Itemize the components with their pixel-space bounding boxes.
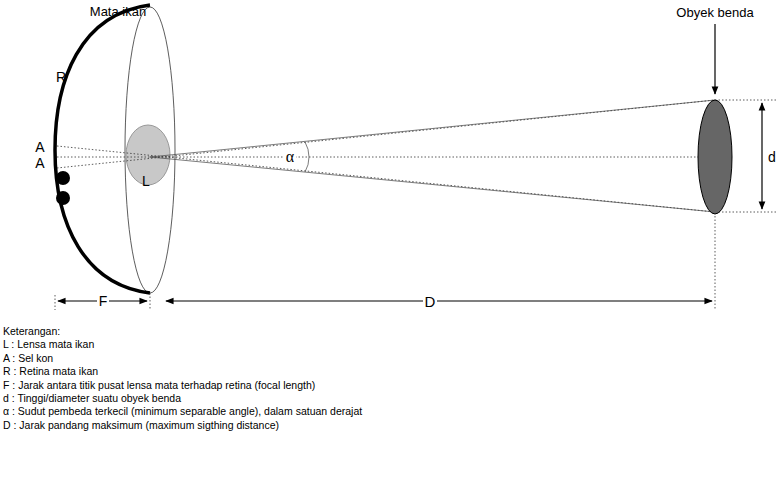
angle-lines [150, 100, 715, 212]
cone-cell [56, 171, 70, 185]
dimension-arrow [761, 103, 762, 209]
part-letter: A [35, 155, 44, 171]
object-ellipse [698, 100, 732, 214]
eye-caption: Mata ikan [90, 5, 146, 20]
eye-outline [125, 7, 175, 293]
legend-note: α : Sudut pembeda terkecil (minimum sepa… [3, 405, 362, 417]
legend-note: A : Sel kon [3, 352, 53, 364]
pointer-arrow [714, 24, 715, 94]
angle-symbol: α [284, 148, 296, 166]
legend-note: d : Tinggi/diameter suatu obyek benda [3, 392, 181, 404]
dimension-arrow [166, 300, 712, 301]
part-letter: L [142, 173, 150, 189]
legend-note: L : Lensa mata ikan [3, 338, 94, 350]
dimension-letter: D [423, 293, 438, 310]
dimension-letter: F [97, 293, 110, 309]
part-letter: A [35, 139, 44, 155]
cone-cell [56, 191, 70, 205]
legend-note: F : Jarak antara titik pusat lensa mata … [3, 379, 315, 391]
dimension-letter: d [768, 149, 776, 165]
legend-note: R : Retina mata ikan [3, 365, 98, 377]
part-letter: R [56, 69, 66, 85]
legend-note: D : Jarak pandang maksimum (maximum sigt… [3, 419, 279, 431]
legend-heading: Keterangan: [3, 325, 60, 337]
sight-lines [55, 100, 778, 310]
object-caption: Obyek benda [676, 6, 753, 21]
